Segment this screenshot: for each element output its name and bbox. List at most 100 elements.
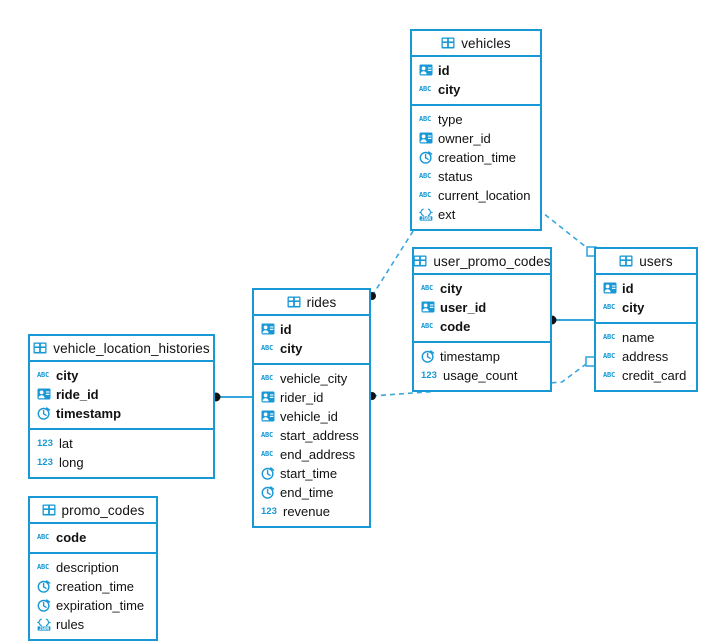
field-row[interactable]: ABC address [596,347,696,366]
field-row[interactable]: end_time [254,483,369,502]
field-label: usage_count [443,368,518,383]
123-icon: 123 [261,506,277,517]
field-row[interactable]: owner_id [412,129,540,148]
field-row[interactable]: 123 revenue [254,502,369,521]
field-row[interactable]: vehicle_id [254,407,369,426]
table-header-promo_codes[interactable]: promo_codes [30,498,156,524]
abc-icon: ABC [603,333,616,341]
field-row[interactable]: creation_time [412,148,540,167]
id-card-icon [261,323,275,336]
field-label: status [438,169,473,184]
table-header-vehicle_location_histories[interactable]: vehicle_location_histories [30,336,213,362]
field-label: id [438,63,450,78]
field-row[interactable]: expiration_time [30,596,156,615]
abc-icon: ABC [37,533,50,541]
field-row[interactable]: ABC current_location [412,186,540,205]
table-header-rides[interactable]: rides [254,290,369,316]
field-label: end_time [280,485,334,500]
key-field-row[interactable]: id [596,279,696,298]
field-label: long [59,455,84,470]
field-label: code [440,319,471,334]
abc-icon: ABC [603,371,616,379]
edge-user-promo-codes-to-users[interactable] [547,315,597,325]
svg-text:JSON: JSON [421,216,431,221]
field-label: vehicle_city [280,371,348,386]
table-header-user_promo_codes[interactable]: user_promo_codes [413,249,551,275]
abc-icon: ABC [421,284,434,292]
field-row[interactable]: ABC vehicle_city [254,369,369,388]
field-label: vehicle_id [280,409,338,424]
table-icon [287,296,301,309]
field-row[interactable]: creation_time [30,577,156,596]
field-label: address [622,349,669,364]
abc-icon: ABC [419,191,432,199]
edge-vehicle-location-histories-to-rides[interactable] [211,392,255,402]
key-field-row[interactable]: ABC code [30,528,156,547]
table-title: vehicles [461,35,511,51]
field-row[interactable]: start_time [254,464,369,483]
field-label: current_location [438,188,531,203]
table-title: user_promo_codes [433,253,551,269]
key-field-row[interactable]: id [412,61,540,80]
field-row[interactable]: rider_id [254,388,369,407]
clock-icon [37,580,51,593]
field-label: start_time [280,466,338,481]
field-label: rider_id [280,390,324,405]
field-label: creation_time [56,579,135,594]
field-label: expiration_time [56,598,145,613]
key-field-row[interactable]: timestamp [30,404,213,423]
abc-icon: ABC [603,352,616,360]
table-icon [619,255,633,268]
abc-icon: ABC [261,374,274,382]
key-field-row[interactable]: ride_id [30,385,213,404]
abc-icon: ABC [37,371,50,379]
table-header-vehicles[interactable]: vehicles [412,31,540,57]
field-label: user_id [440,300,487,315]
key-field-row[interactable]: user_id [414,298,550,317]
table-title: rides [306,294,337,310]
field-label: code [56,530,87,545]
key-field-row[interactable]: id [254,320,369,339]
field-label: city [280,341,303,356]
table-header-users[interactable]: users [596,249,696,275]
field-label: revenue [283,504,330,519]
field-label: id [622,281,634,296]
field-label: end_address [280,447,356,462]
clock-icon [261,467,275,480]
abc-icon: ABC [419,85,432,93]
table-icon [33,342,47,355]
field-row[interactable]: timestamp [414,347,550,366]
field-label: lat [59,436,73,451]
